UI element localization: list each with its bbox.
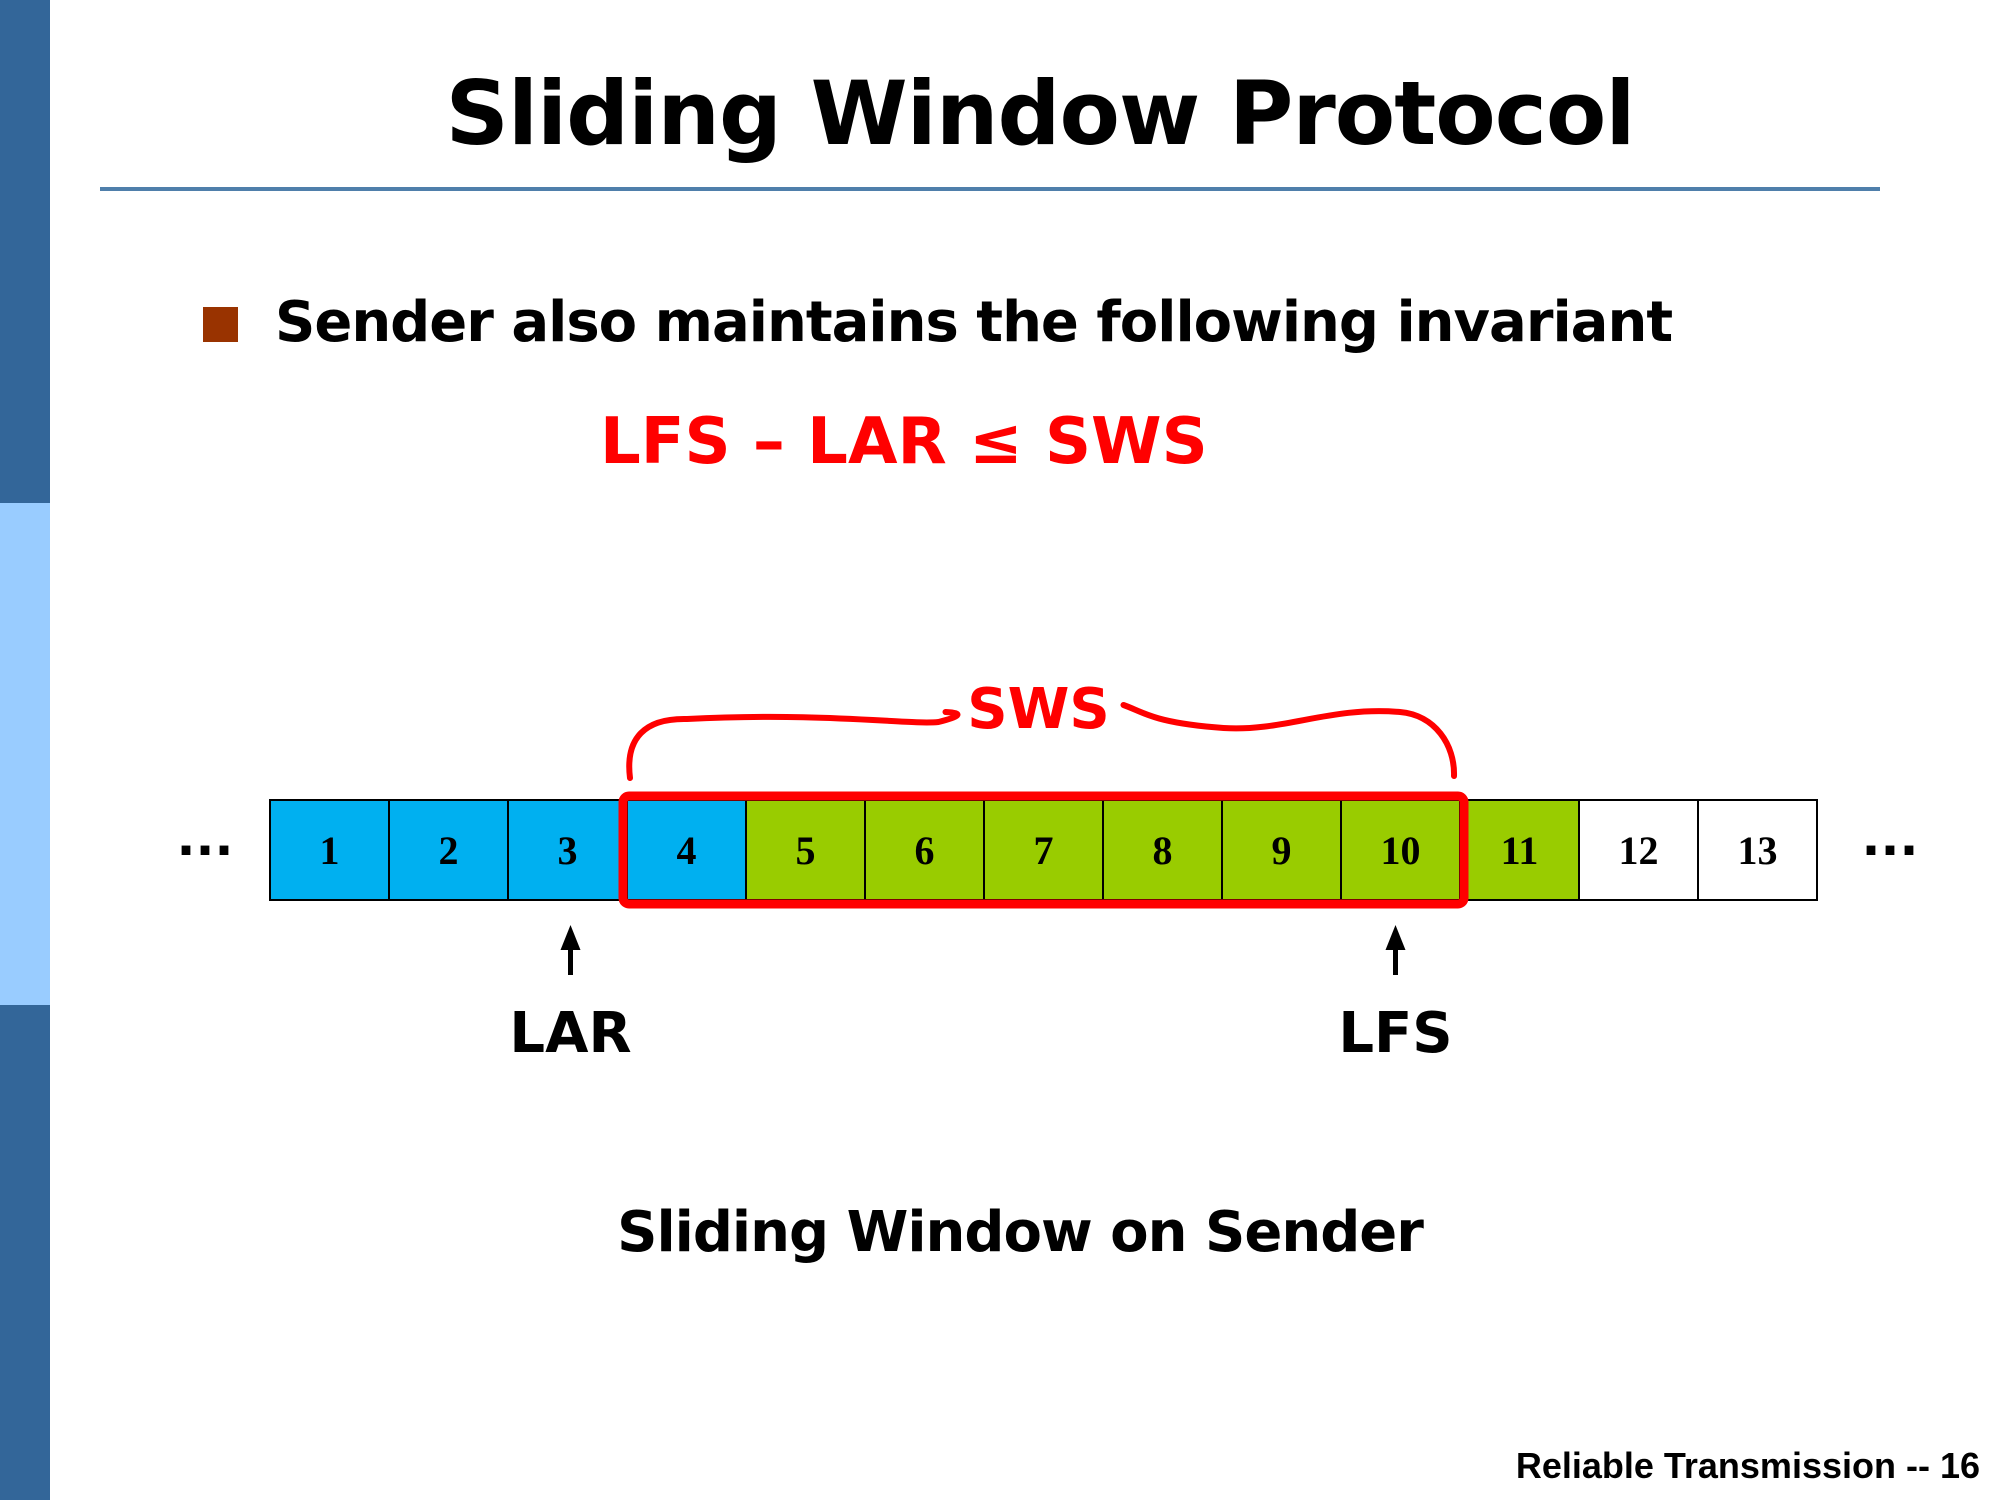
frame-number: 3	[558, 828, 578, 873]
frame-cell	[388, 799, 509, 901]
frame-number: 4	[677, 828, 697, 873]
pointer-label: LFS	[1338, 1001, 1452, 1066]
window-highlight	[618, 791, 1469, 909]
pointer-label: LAR	[509, 1001, 631, 1066]
frame-number: 5	[796, 828, 816, 873]
frame-number: 8	[1153, 828, 1173, 873]
frame-number: 12	[1619, 828, 1659, 873]
frame-cell	[745, 799, 866, 901]
frame-number: 7	[1034, 828, 1054, 873]
frame-number: 11	[1501, 828, 1539, 873]
bullet-square-icon	[203, 307, 238, 342]
sidebar-accent-middle	[0, 503, 50, 1005]
sidebar-accent-top	[0, 0, 50, 503]
frame-number: 13	[1738, 828, 1778, 873]
ellipsis-left: ...	[177, 809, 234, 867]
ellipsis-right: ...	[1862, 809, 1919, 867]
frame-cell	[1697, 799, 1818, 901]
frame-number: 10	[1381, 828, 1421, 873]
sidebar-accent-bottom	[0, 1005, 50, 1500]
invariant-formula: LFS – LAR ≤ SWS	[600, 405, 1208, 479]
pointer-arrow-head	[560, 925, 581, 950]
slide-footer: Reliable Transmission -- 16	[1515, 1445, 1980, 1486]
frame-cell	[983, 799, 1104, 901]
title-underline	[100, 187, 1880, 191]
frame-number: 1	[320, 828, 340, 873]
bullet-text: Sender also maintains the following inva…	[275, 290, 1673, 355]
window-brace	[626, 702, 1458, 781]
frame-cell	[1102, 799, 1223, 901]
frame-number: 6	[915, 828, 935, 873]
diagram-caption: Sliding Window on Sender	[617, 1200, 1424, 1265]
pointer-arrow-head	[1385, 925, 1406, 950]
slide-title: Sliding Window Protocol	[445, 62, 1635, 165]
frame-number: 9	[1272, 828, 1292, 873]
frame-cell	[269, 799, 390, 901]
window-label: SWS	[967, 677, 1109, 742]
frame-number: 2	[439, 828, 459, 873]
